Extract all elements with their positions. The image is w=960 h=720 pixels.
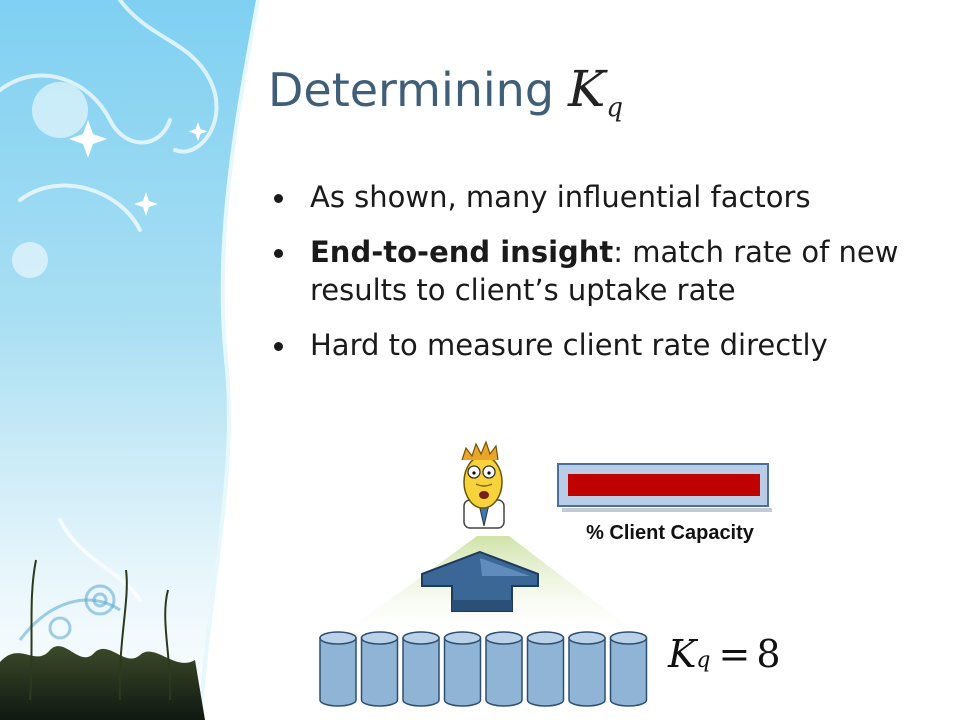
bullet-dot-icon	[274, 342, 283, 351]
database-icon	[402, 631, 440, 707]
database-icon	[485, 631, 523, 707]
kq-value: 8	[756, 632, 781, 676]
server-row	[319, 631, 648, 707]
kq-symbol: K	[668, 632, 697, 676]
bullet-item: Hard to measure client rate directly	[270, 326, 950, 364]
slide-title: Determining Kq	[268, 60, 623, 130]
kq-equals: =	[718, 632, 751, 676]
arrow-up-icon	[421, 550, 539, 612]
bullet-item: As shown, many influential factors	[270, 178, 950, 216]
database-icon	[526, 631, 565, 707]
star-icon	[69, 120, 208, 216]
bullet-bold-text: End-to-end insight	[310, 235, 614, 269]
slide-title-text: Determining	[268, 63, 555, 117]
sky-panel	[0, 0, 258, 720]
bullet-list: As shown, many influential factors End-t…	[270, 178, 950, 381]
bullet-dot-icon	[274, 194, 283, 203]
bullet-dot-icon	[274, 249, 283, 258]
bullet-text: : match rate of new results to client’s …	[310, 235, 899, 307]
database-icon	[319, 631, 357, 707]
capacity-fill	[568, 474, 760, 496]
database-icon	[360, 631, 399, 707]
kq-title-symbol: Kq	[568, 60, 624, 123]
database-icon	[609, 631, 648, 707]
bullet-text: Hard to measure client rate directly	[310, 328, 828, 362]
scientist-icon	[461, 440, 505, 529]
bullet-item: End-to-end insight: match rate of new re…	[270, 233, 950, 309]
capacity-label: % Client Capacity	[586, 522, 754, 544]
grass-strip	[0, 646, 205, 720]
database-icon	[568, 631, 606, 707]
bullet-text: As shown, many influential factors	[310, 180, 811, 214]
kq-subscript: q	[696, 648, 711, 673]
database-icon	[443, 631, 482, 707]
capacity-gauge	[557, 463, 772, 512]
